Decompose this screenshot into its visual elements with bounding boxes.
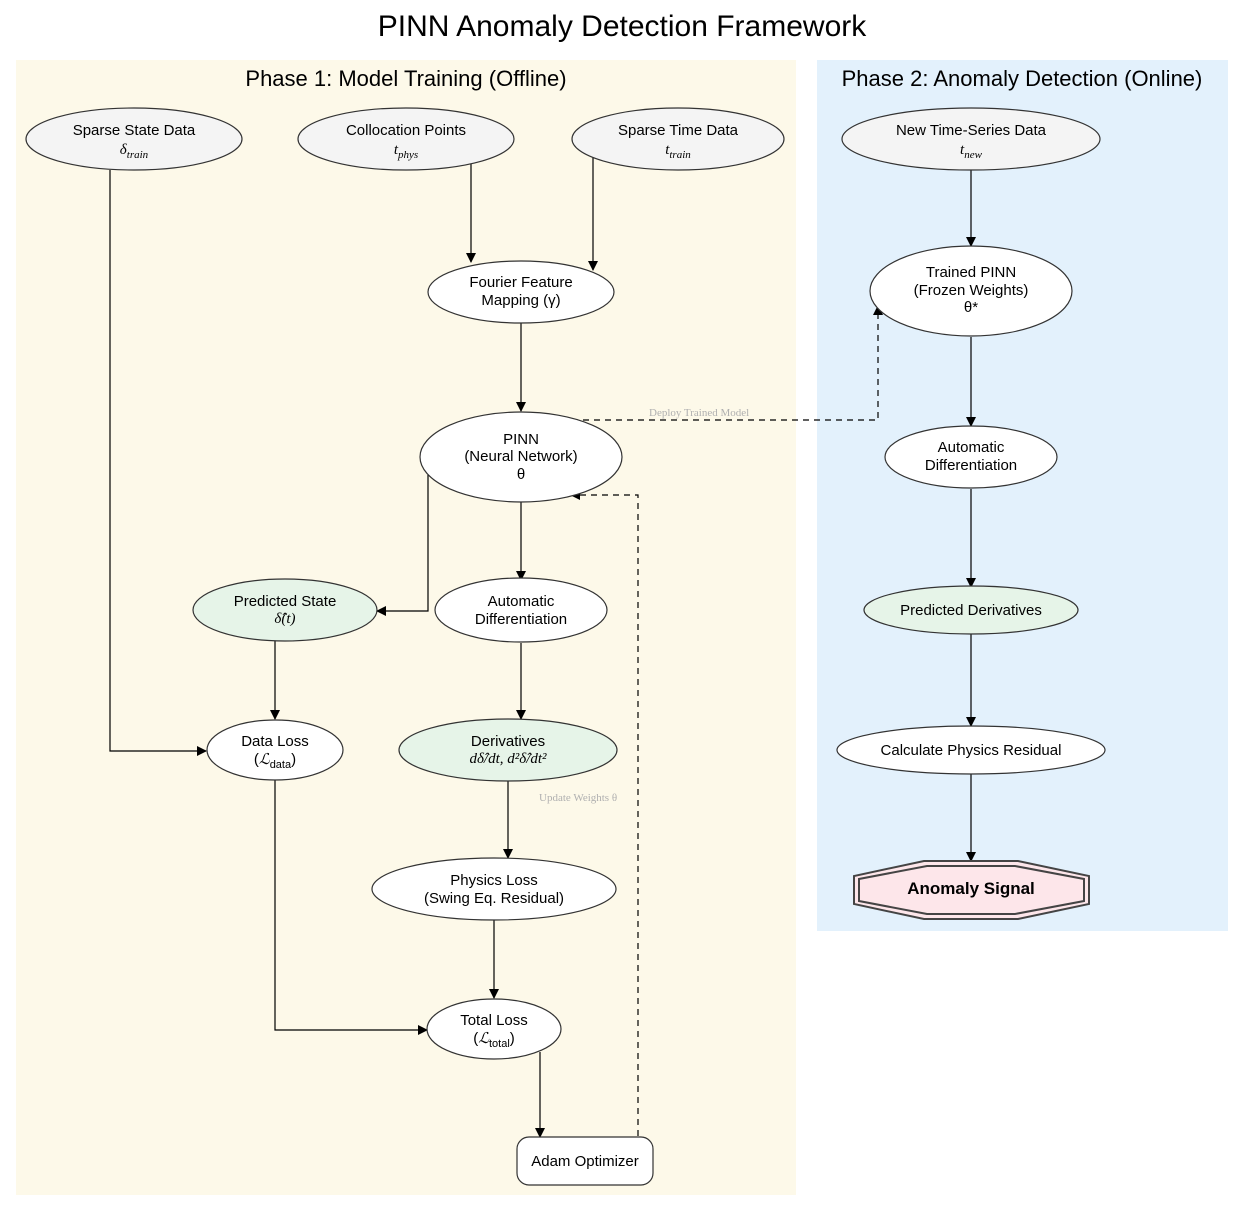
node-anomaly-signal: Anomaly Signal (853, 860, 1090, 920)
svg-text:Automatic: Automatic (488, 593, 555, 610)
edge-data-loss-to-total-loss (274, 780, 428, 1035)
svg-text:δtrain: δtrain (120, 142, 149, 161)
svg-text:Differentiation: Differentiation (475, 611, 567, 628)
svg-text:(Swing Eq. Residual): (Swing Eq. Residual) (424, 890, 564, 907)
svg-text:Derivatives: Derivatives (471, 733, 545, 750)
node-sparse-state-data: Sparse State Data δtrain (25, 107, 243, 171)
edge-sparse-state-to-data-loss (109, 170, 207, 756)
node-predicted-derivatives: Predicted Derivatives (863, 585, 1079, 635)
node-total-loss: Total Loss (ℒtotal) (426, 998, 562, 1060)
svg-text:New Time-Series Data: New Time-Series Data (896, 122, 1047, 139)
svg-text:dδ̂/dt, d²δ̂/dt²: dδ̂/dt, d²δ̂/dt² (469, 751, 547, 767)
edge-pinn-to-predicted-state (376, 475, 429, 616)
node-calculate-physics-residual: Calculate Physics Residual (836, 725, 1106, 775)
svg-text:ttrain: ttrain (665, 142, 691, 161)
svg-text:tphys: tphys (394, 142, 418, 161)
svg-text:Collocation Points: Collocation Points (346, 122, 466, 139)
node-automatic-differentiation-online: Automatic Differentiation (884, 425, 1058, 489)
svg-text:Data Loss: Data Loss (241, 733, 309, 750)
node-automatic-differentiation: Automatic Differentiation (434, 577, 608, 643)
node-pinn: PINN (Neural Network) θ (419, 411, 623, 503)
svg-text:Total Loss: Total Loss (460, 1012, 528, 1029)
svg-text:θ*: θ* (964, 299, 978, 316)
svg-text:Sparse State Data: Sparse State Data (73, 122, 196, 139)
svg-text:δ̂(t): δ̂(t) (274, 611, 295, 627)
phase1-title: Phase 1: Model Training (Offline) (245, 66, 566, 91)
node-collocation-points: Collocation Points tphys (297, 107, 515, 171)
svg-text:Calculate Physics Residual: Calculate Physics Residual (881, 742, 1062, 759)
node-physics-loss: Physics Loss (Swing Eq. Residual) (371, 857, 617, 921)
edge-pinn-to-trained-deploy (572, 305, 883, 421)
svg-text:Automatic: Automatic (938, 439, 1005, 456)
phase2-cluster (817, 60, 1228, 931)
svg-text:Fourier Feature: Fourier Feature (469, 274, 572, 291)
svg-text:Predicted State: Predicted State (234, 593, 337, 610)
svg-text:(Neural Network): (Neural Network) (464, 448, 577, 465)
svg-text:tnew: tnew (960, 142, 983, 161)
svg-text:Adam Optimizer: Adam Optimizer (531, 1153, 639, 1170)
svg-text:Differentiation: Differentiation (925, 457, 1017, 474)
diagram-title: PINN Anomaly Detection Framework (378, 10, 867, 43)
svg-text:(ℒtotal): (ℒtotal) (473, 1030, 515, 1050)
node-data-loss: Data Loss (ℒdata) (206, 719, 344, 781)
phase1-edges (109, 156, 883, 1138)
node-fourier-feature-mapping: Fourier Feature Mapping (γ) (427, 260, 615, 324)
update-weights-label: Update Weights θ (539, 792, 617, 804)
deploy-label: Deploy Trained Model (649, 407, 749, 419)
node-adam-optimizer: Adam Optimizer (516, 1136, 654, 1186)
svg-text:Trained PINN: Trained PINN (926, 264, 1016, 281)
svg-text:Sparse Time Data: Sparse Time Data (618, 122, 739, 139)
phase2-title: Phase 2: Anomaly Detection (Online) (842, 66, 1203, 91)
svg-text:Physics Loss: Physics Loss (450, 872, 538, 889)
svg-text:Anomaly Signal: Anomaly Signal (907, 879, 1035, 898)
node-trained-pinn: Trained PINN (Frozen Weights) θ* (869, 245, 1073, 337)
svg-text:(Frozen Weights): (Frozen Weights) (914, 282, 1029, 299)
phase1-cluster (16, 60, 796, 1195)
svg-text:Predicted Derivatives: Predicted Derivatives (900, 602, 1042, 619)
svg-text:(ℒdata): (ℒdata) (254, 751, 296, 771)
node-sparse-time-data: Sparse Time Data ttrain (571, 107, 785, 171)
edge-adam-to-pinn-update (570, 490, 639, 1136)
svg-text:PINN: PINN (503, 431, 539, 448)
node-derivatives: Derivatives dδ̂/dt, d²δ̂/dt² (398, 718, 618, 782)
svg-text:θ: θ (517, 466, 525, 483)
svg-text:Mapping (γ): Mapping (γ) (481, 292, 560, 309)
node-new-time-series-data: New Time-Series Data tnew (841, 107, 1101, 171)
node-predicted-state: Predicted State δ̂(t) (192, 578, 378, 642)
